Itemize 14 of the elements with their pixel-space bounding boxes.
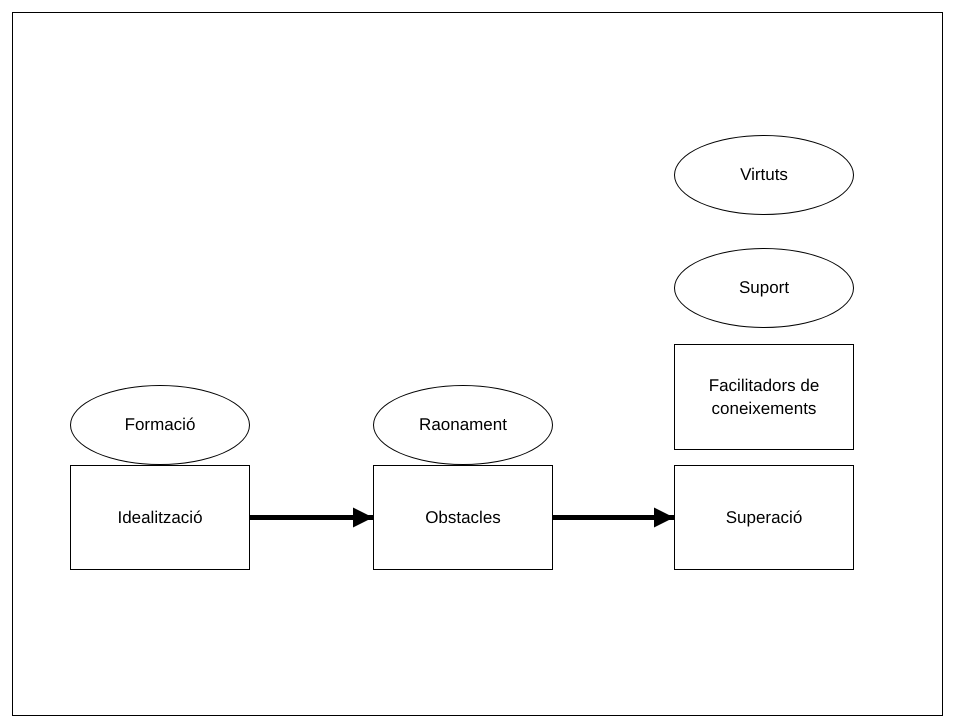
node-label: Idealització xyxy=(117,506,203,529)
node-label: Obstacles xyxy=(425,506,501,529)
process-box xyxy=(373,465,553,570)
process-box xyxy=(70,465,250,570)
arrow xyxy=(250,508,373,528)
process-box xyxy=(674,465,854,570)
node-label: Virtuts xyxy=(740,164,788,186)
node-label: Formació xyxy=(124,414,196,436)
node-label: Raonament xyxy=(419,414,507,436)
node-label: Facilitadors de coneixements xyxy=(708,374,820,420)
node-label: Suport xyxy=(738,277,790,300)
arrow xyxy=(553,508,674,528)
node-label: Superació xyxy=(726,506,802,529)
process-box xyxy=(674,344,854,450)
